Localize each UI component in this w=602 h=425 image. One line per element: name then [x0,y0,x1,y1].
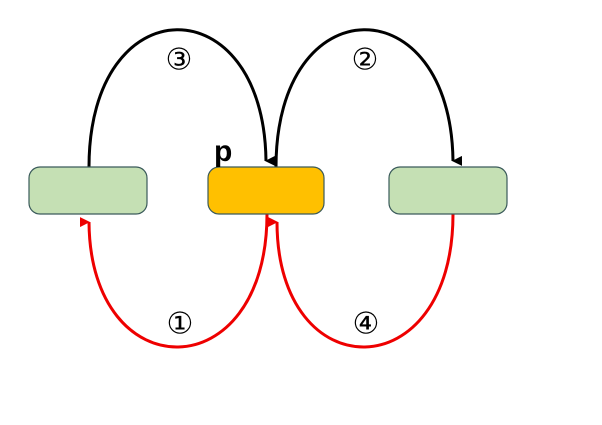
step-label-4: ④ [353,307,380,342]
step-label-1: ① [167,307,194,342]
arc-middle-to-right [274,28,463,168]
step-label-3: ③ [166,43,193,78]
arc-middle-to-left [79,213,269,349]
arc-right-to-middle [267,213,455,349]
step-label-2: ② [352,43,379,78]
arc-left-to-middle [87,28,276,168]
node-left [28,166,148,215]
pointer-label: p [214,135,232,168]
node-middle [207,166,325,215]
node-right [388,166,508,215]
